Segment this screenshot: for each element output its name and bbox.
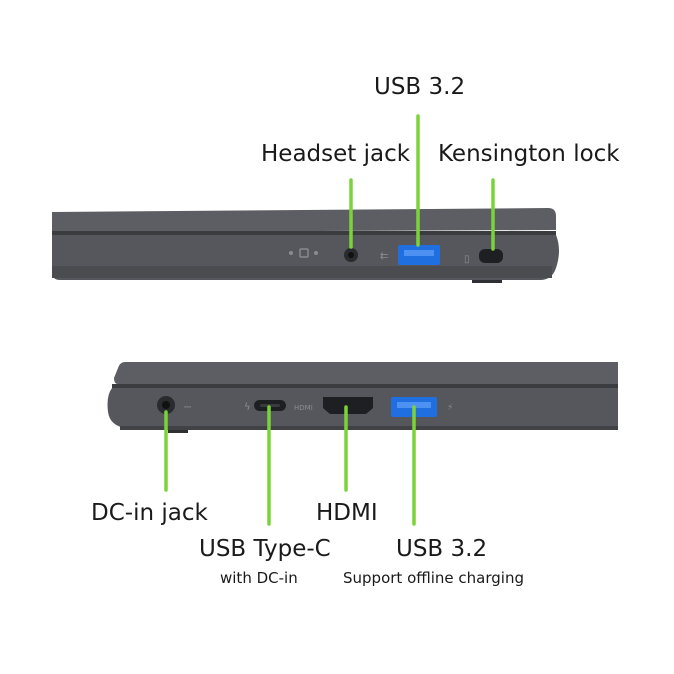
kensington-lock-label: Kensington lock xyxy=(438,141,620,167)
svg-text:▯: ▯ xyxy=(464,254,470,265)
usb32-bottom-sublabel: Support offline charging xyxy=(343,569,524,587)
svg-text:ϟ: ϟ xyxy=(244,402,251,413)
svg-text:⚡: ⚡ xyxy=(447,403,453,413)
svg-text:⎓: ⎓ xyxy=(184,403,191,413)
usb32-bottom-label: USB 3.2 xyxy=(396,536,488,562)
laptop-left-side: ⎓ ϟ HDMI ⚡ xyxy=(107,362,618,433)
laptop-right-side: ⇇ ▯ xyxy=(52,208,559,283)
usb-type-c-label: USB Type-C xyxy=(199,536,331,562)
dc-in-jack-label: DC-in jack xyxy=(91,500,208,526)
hdmi-port xyxy=(323,397,373,414)
headset-jack-label: Headset jack xyxy=(261,141,411,167)
usb32-top-label: USB 3.2 xyxy=(374,74,466,100)
hdmi-label: HDMI xyxy=(316,500,378,526)
svg-text:HDMI: HDMI xyxy=(294,404,313,412)
kensington-slot xyxy=(479,249,503,263)
leader-lines xyxy=(164,114,495,526)
svg-text:⇇: ⇇ xyxy=(380,251,388,262)
usb-type-c-sublabel: with DC-in xyxy=(220,569,298,587)
status-led-icons xyxy=(289,248,318,258)
